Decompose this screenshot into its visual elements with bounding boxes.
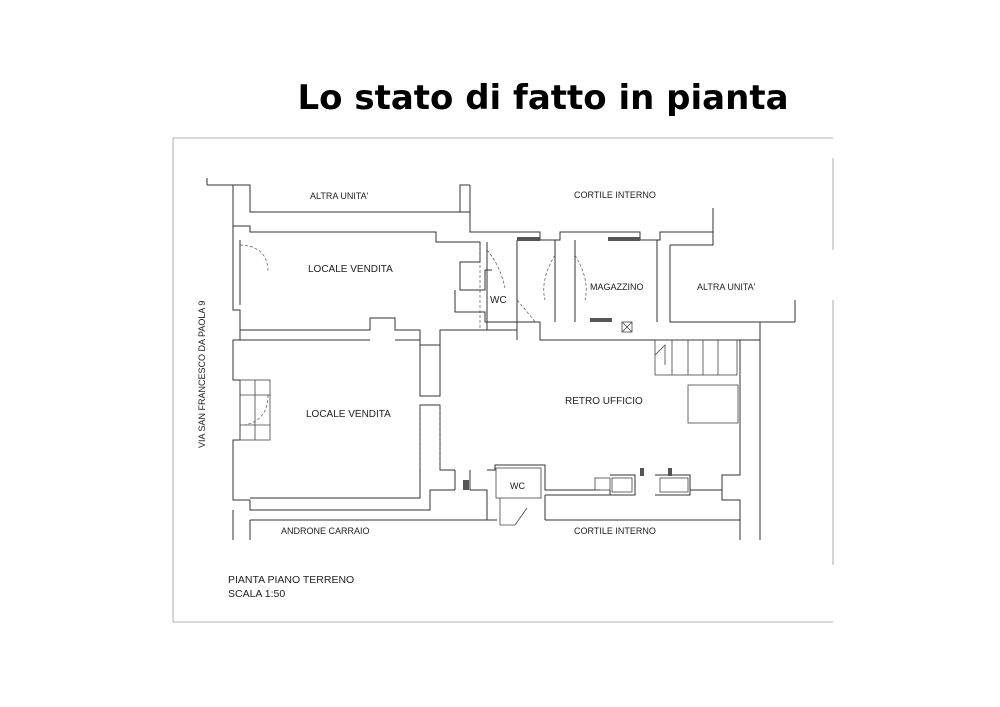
label-altra-unita-right: ALTRA UNITA' — [697, 282, 756, 292]
label-altra-unita-top: ALTRA UNITA' — [310, 191, 369, 201]
label-street: VIA SAN FRANCESCO DA PAOLA 9 — [197, 301, 207, 448]
label-wc-bottom: WC — [510, 481, 525, 491]
drawing-frame — [172, 137, 834, 623]
label-cortile-interno-top: CORTILE INTERNO — [574, 190, 656, 200]
caption-scale: SCALA 1:50 — [228, 588, 285, 600]
slide-title: Lo stato di fatto in pianta — [297, 78, 789, 118]
label-retro-ufficio: RETRO UFFICIO — [565, 396, 643, 407]
label-cortile-interno-bottom: CORTILE INTERNO — [574, 526, 656, 536]
label-locale-vendita-top: LOCALE VENDITA — [308, 264, 393, 275]
dashed-openings — [239, 244, 587, 470]
doors-windows — [239, 321, 739, 526]
walls — [206, 178, 796, 540]
label-wc-top: WC — [490, 295, 507, 306]
label-androne-carraio: ANDRONE CARRAIO — [281, 526, 370, 536]
wall-fills — [463, 237, 672, 490]
caption-plan-name: PIANTA PIANO TERRENO — [228, 574, 354, 586]
label-locale-vendita-bottom: LOCALE VENDITA — [306, 409, 391, 420]
label-magazzino: MAGAZZINO — [590, 282, 644, 292]
